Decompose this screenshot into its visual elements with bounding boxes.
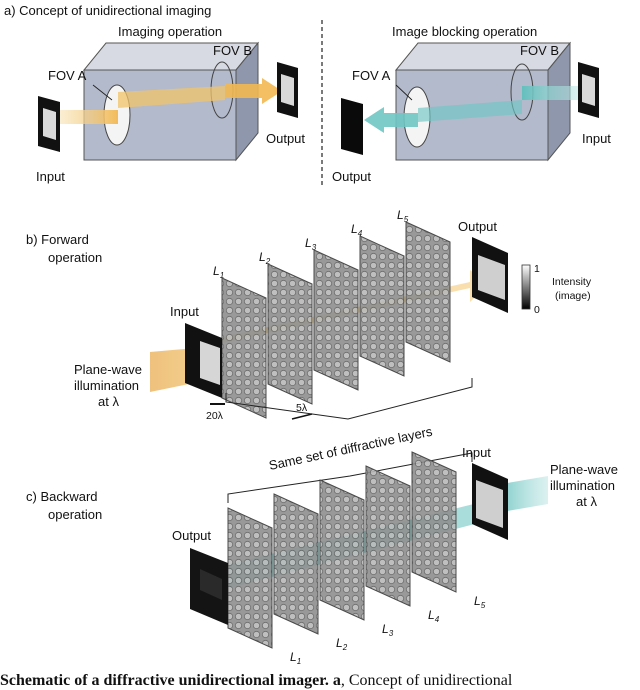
backward-layer-label-5: L5 [474, 594, 486, 610]
left-output-arrow [225, 78, 282, 104]
forward-layer-label-3: L3 [305, 236, 317, 252]
colorbar-title-2: (image) [555, 290, 591, 302]
backward-layer-3 [319, 479, 365, 621]
left-input-label: Input [36, 169, 65, 184]
forward-layer-label-1: L1 [213, 264, 224, 280]
left-fov-a-leader [92, 84, 113, 101]
panel-c-label-2: operation [48, 507, 102, 522]
backward-layer-4 [365, 465, 411, 607]
left-inner-beam [118, 86, 225, 108]
left-output-image [277, 62, 298, 118]
backward-layer-2 [273, 493, 319, 635]
forward-output-image [472, 237, 508, 313]
right-fov-a-label: FOV A [352, 68, 391, 83]
backward-layer-label-3: L3 [382, 622, 394, 638]
left-fov-b-label: FOV B [213, 43, 252, 58]
colorbar-max: 1 [534, 263, 540, 275]
panel-b-label-1: b) Forward [26, 232, 89, 247]
forward-illum-1: Plane-wave [74, 362, 142, 377]
backward-layer-label-4: L4 [428, 608, 440, 624]
forward-input-image [185, 323, 222, 398]
backward-illum-1: Plane-wave [550, 462, 618, 477]
right-input-image [578, 62, 599, 118]
right-output-blank [341, 98, 363, 155]
forward-layer-label-5: L5 [397, 208, 409, 224]
forward-illum-3: at λ [98, 394, 119, 409]
right-fov-a-leader [395, 84, 413, 101]
forward-input-label: Input [170, 304, 199, 319]
intensity-colorbar [521, 264, 531, 310]
panel-c-label-1: c) Backward [26, 489, 98, 504]
right-output-arrow [364, 107, 418, 133]
forward-layer-label-2: L2 [259, 250, 271, 266]
right-input-beam [522, 86, 578, 100]
backward-layer-5 [411, 451, 457, 593]
left-input-image [38, 96, 60, 152]
scale-20-lambda-label: 20λ [206, 410, 224, 422]
scale-bar-5-lambda [291, 413, 313, 420]
imaging-operation-heading: Imaging operation [118, 24, 222, 39]
backward-bracket [227, 452, 473, 503]
backward-layer-1 [227, 507, 273, 649]
backward-input-image [472, 463, 508, 540]
right-inner-beam [418, 100, 522, 122]
left-output-label: Output [266, 131, 305, 146]
backward-input-label: Input [462, 445, 491, 460]
right-blocking-box [394, 41, 572, 162]
backward-illum-3: at λ [576, 494, 597, 509]
left-input-beam [60, 110, 118, 124]
forward-illum-2: illumination [74, 378, 139, 393]
image-blocking-heading: Image blocking operation [392, 24, 537, 39]
forward-layer-2 [267, 263, 313, 405]
figure-caption: Schematic of a diffractive unidirectiona… [0, 672, 640, 690]
backward-diffractive-layers [227, 451, 457, 649]
backward-layer-label-2: L2 [336, 636, 348, 652]
panel-b-label-2: operation [48, 250, 102, 265]
colorbar-title-1: Intensity [552, 276, 592, 288]
right-input-label: Input [582, 131, 611, 146]
colorbar-min: 0 [534, 304, 540, 316]
scale-5-lambda-label: 5λ [296, 402, 308, 414]
right-output-label: Output [332, 169, 371, 184]
forward-layer-5 [405, 221, 451, 363]
forward-layer-4 [359, 235, 405, 377]
forward-output-label: Output [458, 219, 497, 234]
left-fov-a-label: FOV A [48, 68, 87, 83]
caption-rest: , Concept of unidirectional [340, 672, 513, 689]
forward-layer-3 [313, 249, 359, 391]
backward-output-label: Output [172, 528, 211, 543]
forward-layer-1 [221, 277, 267, 419]
backward-layer-label-1: L1 [290, 650, 301, 666]
backward-illum-2: illumination [550, 478, 615, 493]
right-fov-b-label: FOV B [520, 43, 559, 58]
forward-bracket [225, 378, 473, 420]
panel-a-title: a) Concept of unidirectional imaging [4, 3, 211, 18]
backward-output-image [190, 548, 228, 625]
forward-layer-label-4: L4 [351, 222, 363, 238]
forward-diffractive-layers [221, 221, 451, 419]
shared-layers-label: Same set of diffractive layers [268, 424, 435, 473]
caption-bold: Schematic of a diffractive unidirectiona… [0, 672, 341, 689]
